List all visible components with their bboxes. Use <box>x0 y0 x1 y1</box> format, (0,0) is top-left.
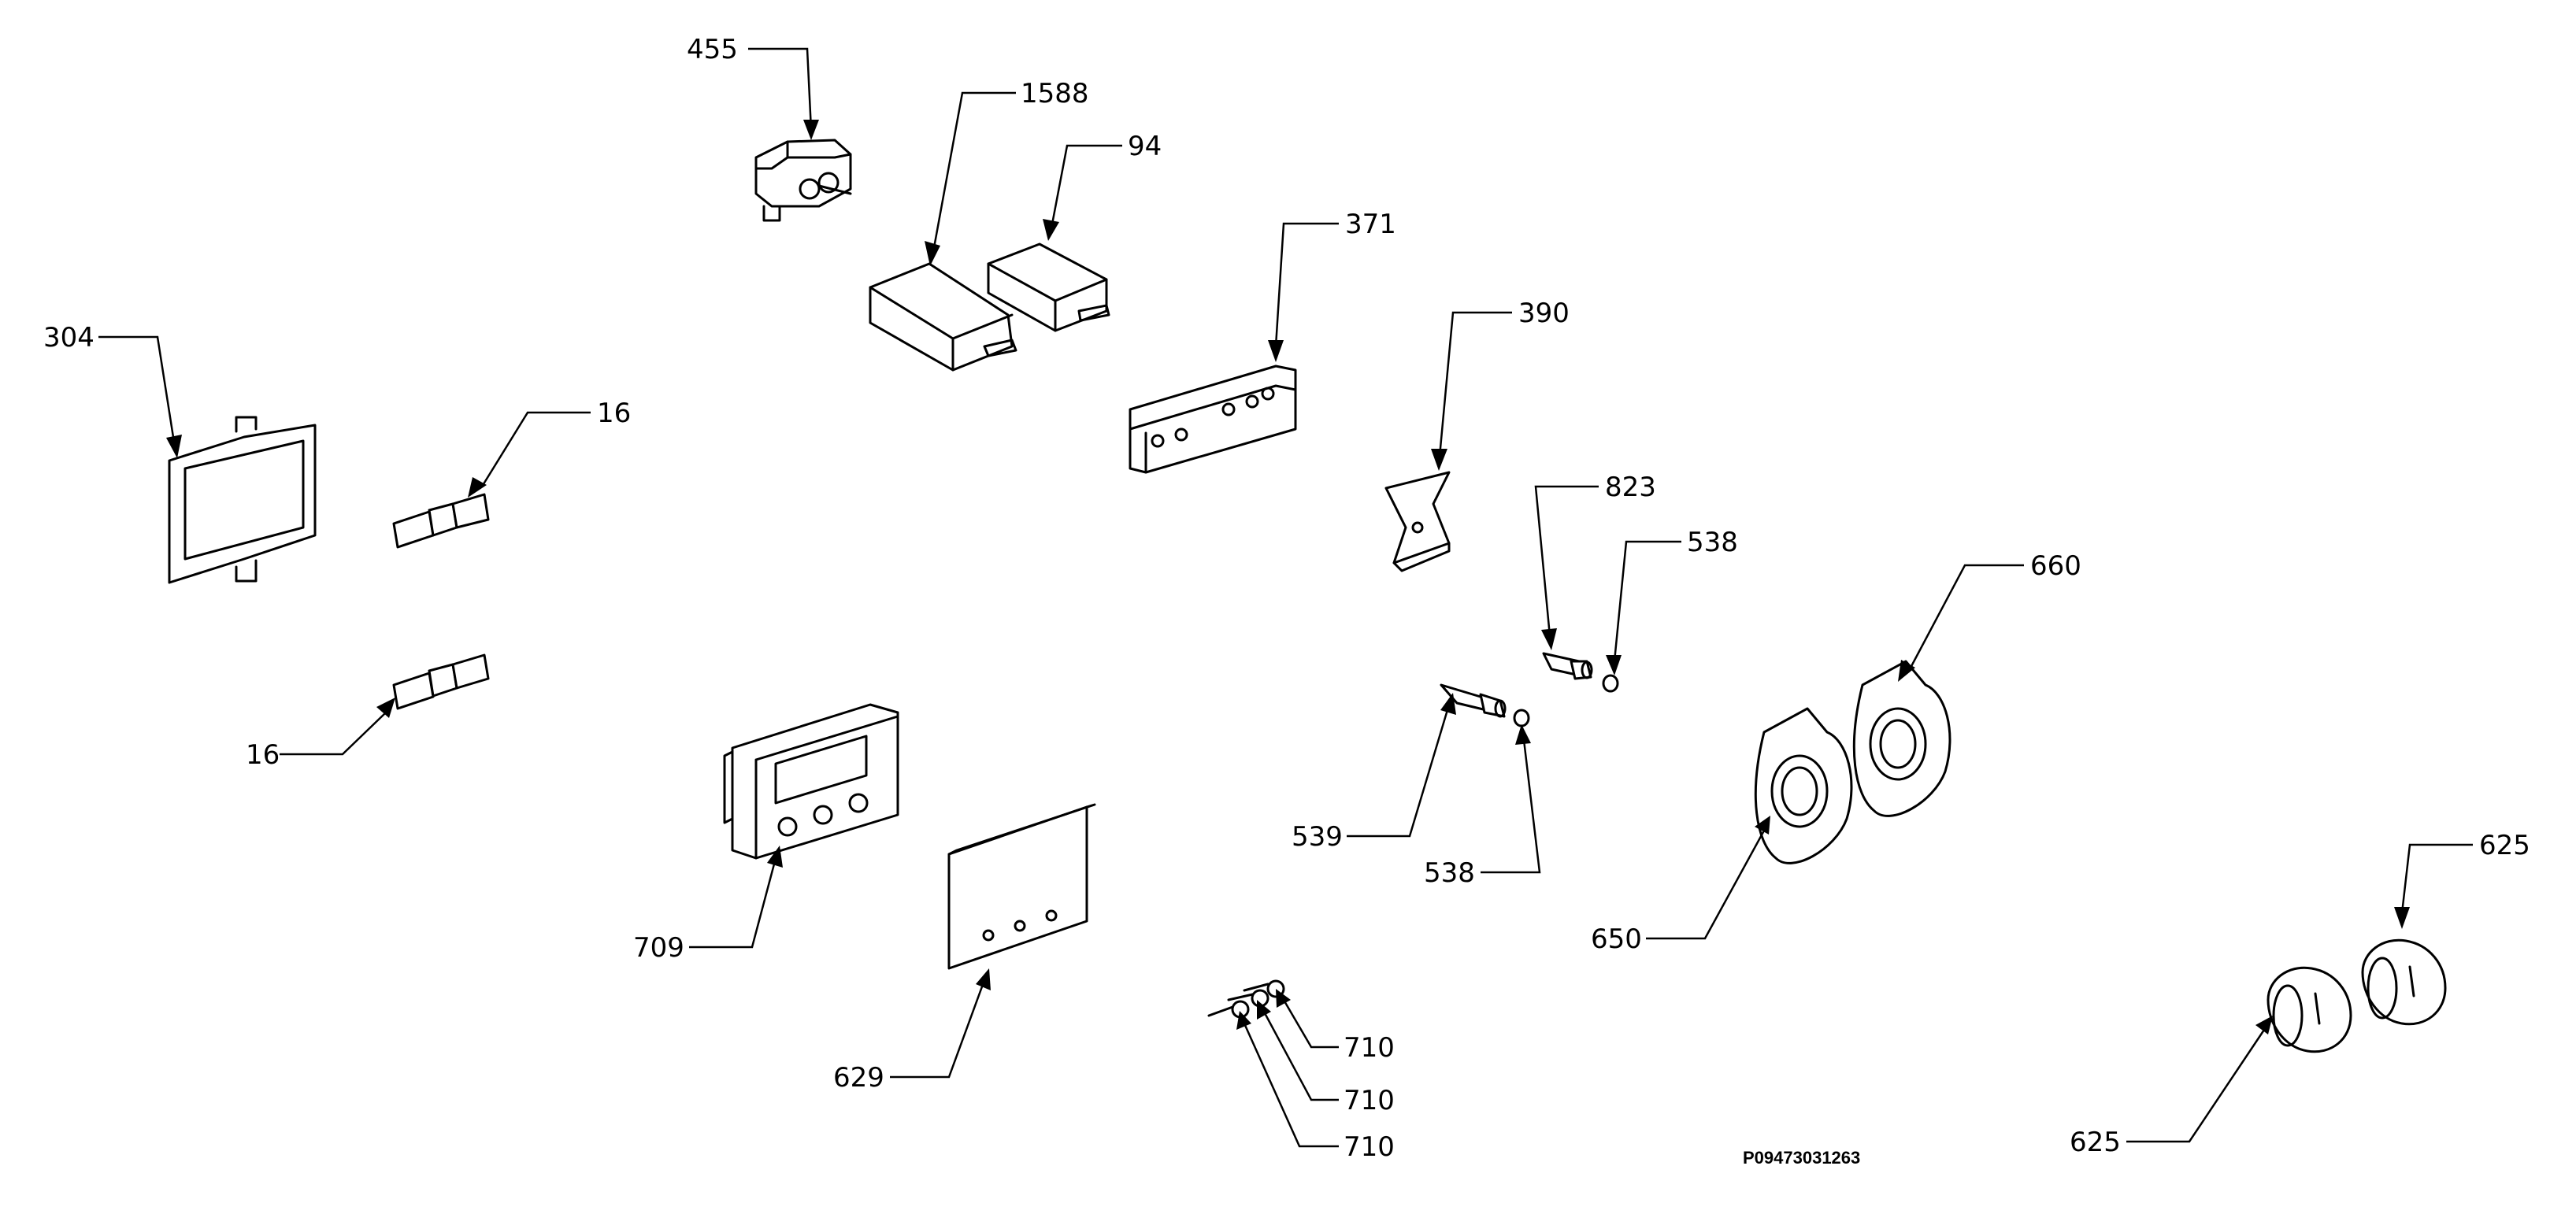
part-538-ring-upper <box>1602 674 1619 693</box>
part-823-pin <box>1542 652 1593 680</box>
callout-625-lower: 625 <box>2070 1127 2121 1158</box>
callout-94: 94 <box>1128 131 1162 162</box>
part-304-frame <box>168 416 317 584</box>
callout-390: 390 <box>1518 298 1570 329</box>
callout-539: 539 <box>1292 821 1343 853</box>
callout-538-upper: 538 <box>1687 527 1738 558</box>
callout-650: 650 <box>1591 923 1642 955</box>
part-629-panel <box>947 803 1096 970</box>
part-16-clip-upper <box>392 493 490 549</box>
part-650-bezel <box>1754 707 1853 864</box>
part-625-knob-lower <box>2267 966 2352 1053</box>
callout-710-top: 710 <box>1344 1032 1395 1064</box>
part-94-box <box>987 242 1110 332</box>
part-625-knob-upper <box>2361 938 2447 1026</box>
part-538-ring-lower <box>1513 709 1530 727</box>
callout-538-lower: 538 <box>1424 857 1475 889</box>
part-455-switch <box>754 139 852 222</box>
part-371-bracket <box>1129 365 1297 474</box>
callout-455: 455 <box>687 34 738 65</box>
part-710-screws <box>1207 979 1285 1019</box>
callout-1588: 1588 <box>1021 78 1089 109</box>
callout-625-upper: 625 <box>2479 830 2530 861</box>
document-id: P09473031263 <box>1743 1148 1860 1168</box>
callout-16-upper: 16 <box>597 398 631 429</box>
part-660-bezel <box>1852 660 1951 817</box>
callout-629: 629 <box>833 1062 884 1094</box>
part-1588-box <box>869 262 1017 372</box>
callout-709: 709 <box>633 932 684 964</box>
callout-16-lower: 16 <box>246 739 280 771</box>
callout-710-bottom: 710 <box>1344 1131 1395 1163</box>
callout-304: 304 <box>43 322 95 353</box>
part-390-bracket <box>1384 471 1451 572</box>
part-709-display-module <box>723 703 899 860</box>
callout-371: 371 <box>1345 209 1396 240</box>
part-16-clip-lower <box>392 653 490 710</box>
leader-lines <box>98 47 2473 1148</box>
callout-823: 823 <box>1605 472 1656 503</box>
callout-710-mid: 710 <box>1344 1085 1395 1116</box>
callout-660: 660 <box>2030 550 2081 582</box>
